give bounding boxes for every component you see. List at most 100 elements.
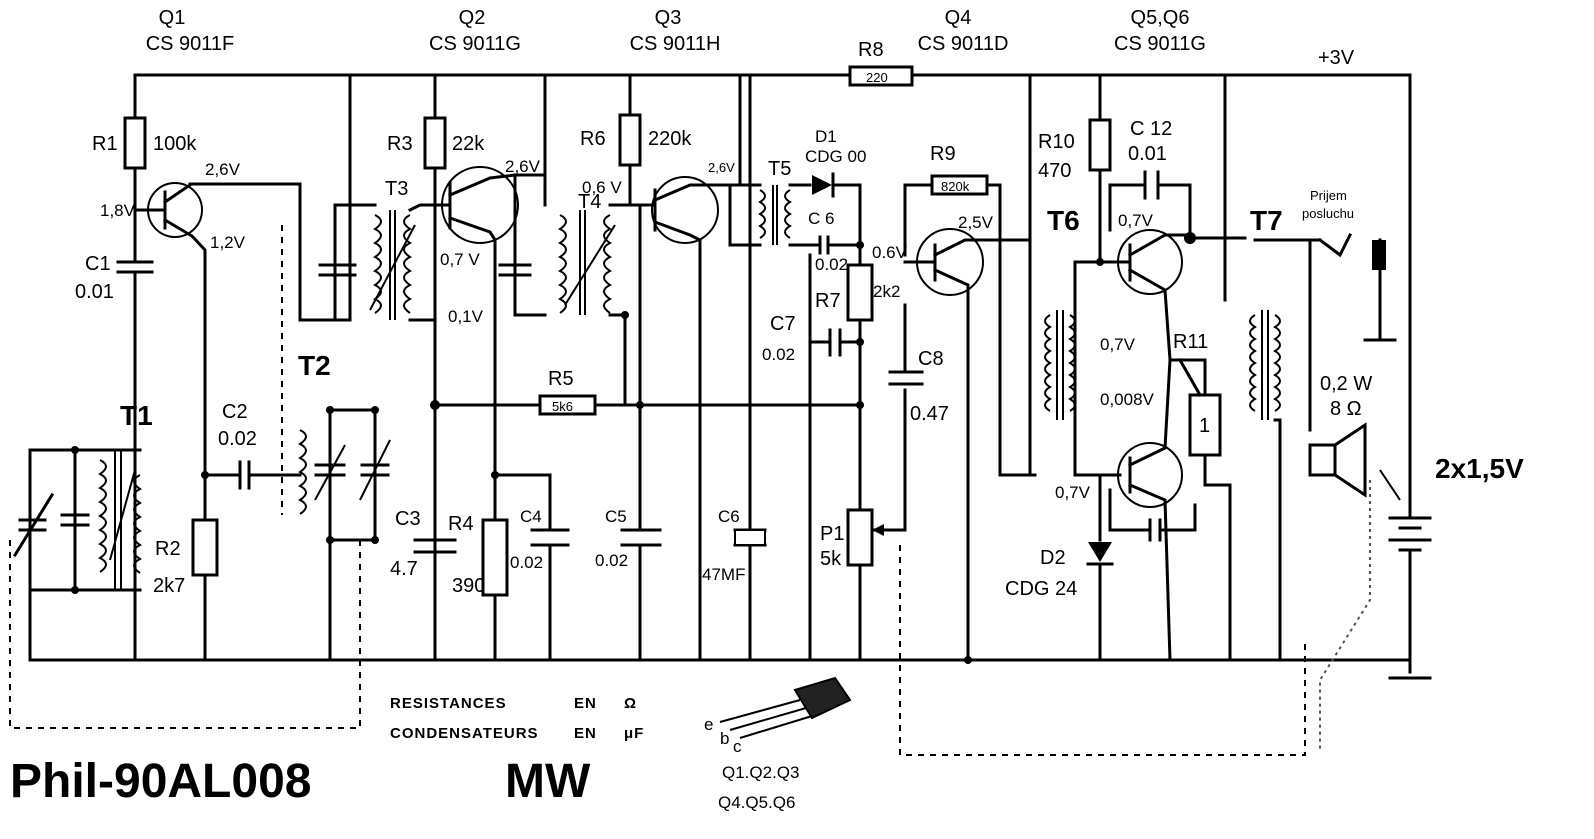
voltage-q1-emitter: 1,2V	[210, 233, 246, 252]
t5-core	[772, 185, 778, 245]
pin-c: c	[733, 737, 742, 756]
t4-primary	[498, 173, 547, 317]
r11-wiring	[1177, 236, 1247, 487]
t1-variable-cap	[12, 492, 55, 558]
t1-label: T1	[120, 400, 153, 431]
c1-value: 0.01	[75, 281, 114, 303]
q1-leads	[133, 182, 302, 477]
r8-inline-value: 220	[866, 70, 888, 85]
voltage-labels: 2,6V 1,8V 1,2V 2,6V 0,7 V 0,1V 0,6 V 2,6…	[100, 157, 1155, 502]
transistor-labels: Q1 CS 9011F Q2 CS 9011G Q3 CS 9011H Q4 C…	[146, 7, 1206, 55]
c1-capacitor	[116, 260, 154, 274]
c3-label: C3	[395, 508, 421, 530]
c6-small-value: 0.02	[815, 255, 848, 274]
voltage-q3-collector: 2,6V	[708, 160, 735, 175]
c6-value: 47MF	[702, 565, 745, 584]
t2-label: T2	[298, 350, 331, 381]
voltage-q4-collector: 2,5V	[958, 213, 994, 232]
t1-tank	[28, 448, 142, 662]
legend-resistances: RESISTANCES	[390, 695, 507, 712]
q1-type: CS 9011F	[146, 33, 235, 55]
r6-value: 220k	[648, 128, 692, 150]
q5-transistor	[1117, 229, 1183, 295]
t6-label: T6	[1047, 205, 1080, 236]
t4-label: T4	[578, 191, 601, 213]
legend-microfarad: μF	[624, 725, 644, 742]
q2-transistor	[441, 166, 519, 244]
voltage-q4-base: 0.6V	[872, 243, 908, 262]
junction-dot	[326, 406, 334, 414]
t4-core	[564, 210, 616, 315]
speaker-body	[1308, 443, 1337, 477]
pinout-line-1: Q1.Q2.Q3	[722, 763, 799, 782]
switch-link	[1319, 480, 1371, 750]
junction-dot	[371, 406, 379, 414]
junction-dot	[71, 446, 79, 454]
q6-transistor	[1117, 442, 1183, 508]
junction-dot	[621, 311, 629, 319]
d1-type: CDG 00	[805, 147, 866, 166]
voltage-q3-base: 0,6 V	[582, 178, 622, 197]
r3-value: 22k	[452, 133, 485, 155]
junction-dot	[1096, 258, 1104, 266]
voltage-q5-base: 0,7V	[1118, 211, 1154, 230]
r3-label: R3	[387, 133, 413, 155]
battery-cells	[1388, 448, 1432, 662]
t5-label: T5	[768, 158, 791, 180]
q3-transistor	[651, 176, 719, 244]
voltage-q2-emitter: 0,1V	[448, 307, 484, 326]
speaker-cone	[1332, 422, 1367, 498]
r7-label: R7	[815, 290, 841, 312]
d1-diode	[812, 175, 832, 195]
r8-label: R8	[858, 39, 884, 61]
c6-electrolytic-body	[734, 529, 766, 546]
legend: RESISTANCES EN Ω CONDENSATEURS EN μF	[390, 695, 644, 742]
c7-label: C7	[770, 313, 796, 335]
t7-wiring	[1223, 73, 1322, 662]
c12-capacitor	[1108, 170, 1192, 237]
pinout-leads	[719, 699, 813, 739]
r11-label: R11	[1173, 331, 1208, 353]
d1-label: D1	[815, 127, 837, 146]
voltage-q1-base: 1,8V	[100, 201, 136, 220]
c5-capacitor	[620, 528, 662, 547]
pinout-line-2: Q4.Q5.Q6	[718, 793, 795, 812]
r11-value: 1	[1199, 415, 1210, 437]
power-switch	[1379, 469, 1401, 501]
r10-value: 470	[1038, 160, 1071, 182]
c2-capacitor	[203, 460, 302, 490]
t3-coil	[373, 214, 412, 314]
q6-leads	[1127, 358, 1172, 662]
c8-label: C8	[918, 348, 944, 370]
d1-wiring	[788, 183, 862, 247]
q4-transistor	[916, 228, 984, 296]
c4-value: 0.02	[510, 553, 543, 572]
legend-ohm: Ω	[624, 695, 637, 712]
c4-capacitor	[530, 528, 570, 547]
c5-label: C5	[605, 507, 627, 526]
r6-label: R6	[580, 128, 606, 150]
q4-leads	[932, 238, 1032, 662]
r7-value: 2k2	[873, 282, 900, 301]
band-label: MW	[505, 755, 591, 808]
q3-label: Q3	[655, 7, 682, 29]
t4-coil	[558, 214, 612, 314]
r4-resistor	[481, 518, 509, 597]
r5-inline-value: 5k6	[552, 399, 573, 414]
c2-value: 0.02	[218, 428, 257, 450]
c12-value: 0.01	[1128, 143, 1167, 165]
r10-label: R10	[1038, 131, 1075, 153]
r3-resistor	[423, 116, 447, 170]
t1-trimmer-cap	[60, 513, 90, 527]
c2-label: C2	[222, 401, 248, 423]
capacitor-labels: C1 0.01 C2 0.02 C3 4.7 C4 0.02 C5 0.02 C…	[75, 118, 1172, 584]
t2-coil	[298, 429, 307, 515]
r8-resistor	[848, 65, 914, 87]
earphone-label-1: Prijem	[1310, 188, 1347, 203]
c3-capacitor	[413, 538, 457, 554]
c5-value: 0.02	[595, 551, 628, 570]
volume-link	[899, 545, 1306, 756]
t7-coil	[1249, 314, 1281, 412]
